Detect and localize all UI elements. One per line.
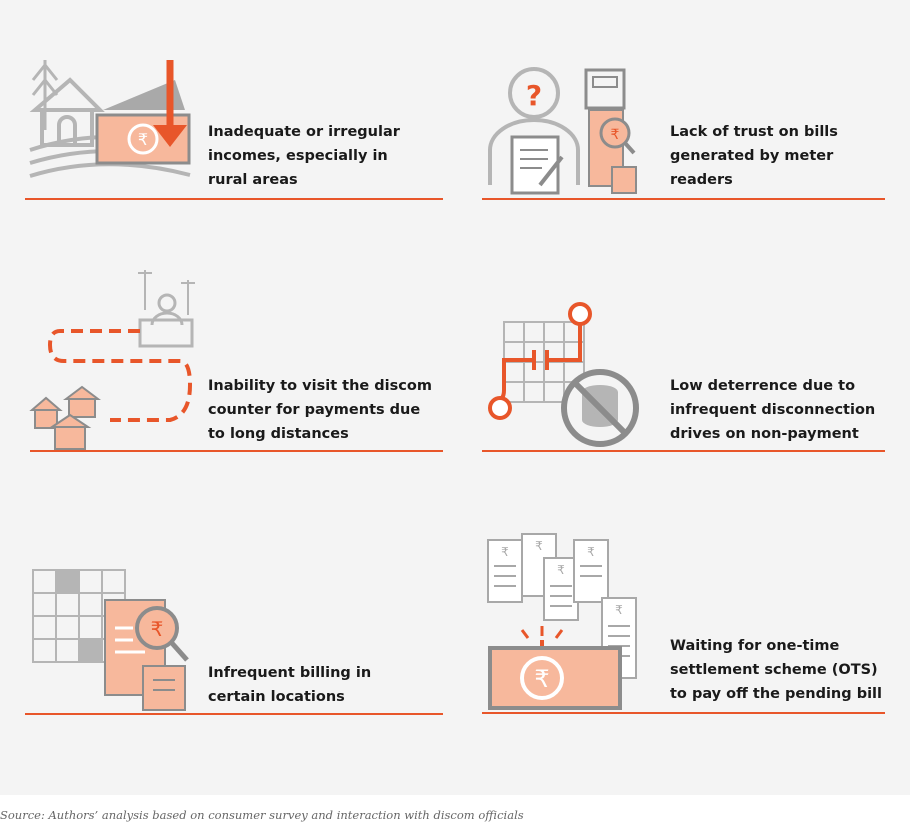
item-distance-label: Inability to visit the discom counter fo… — [208, 378, 432, 442]
svg-text:₹: ₹ — [587, 545, 595, 559]
svg-text:₹: ₹ — [615, 603, 623, 617]
divider-line — [25, 713, 443, 715]
item-income: ₹ Inadequate or irregular incomes, espec… — [25, 55, 445, 205]
svg-text:₹: ₹ — [138, 130, 148, 149]
distance-to-counter-icon — [29, 270, 195, 450]
svg-text:₹: ₹ — [501, 545, 509, 559]
infrequent-billing-icon: ₹ — [32, 569, 189, 711]
svg-text:₹: ₹ — [611, 127, 620, 143]
divider-line — [482, 712, 885, 714]
svg-text:?: ? — [526, 79, 542, 112]
svg-text:₹: ₹ — [151, 617, 164, 641]
item-ots: ₹ ₹ ₹ ₹ ₹ ₹ Waiting for on — [482, 530, 887, 720]
meter-reader-doubt-icon: ? ₹ — [488, 67, 637, 195]
source-note: Source: Authors’ analysis based on consu… — [0, 808, 524, 822]
item-ots-label: Waiting for one-time settlement scheme (… — [670, 638, 882, 702]
ots-wait-icon: ₹ ₹ ₹ ₹ ₹ ₹ — [487, 533, 637, 710]
divider-line — [482, 450, 885, 452]
item-billing: ₹ Infrequent billing in certain location… — [25, 568, 445, 718]
item-deterrence: Low deterrence due to infrequent disconn… — [482, 300, 887, 455]
svg-text:₹: ₹ — [557, 563, 565, 577]
divider-line — [30, 450, 443, 452]
no-disconnection-icon — [488, 302, 639, 447]
item-billing-label: Infrequent billing in certain locations — [208, 665, 372, 705]
item-trust-label: Lack of trust on bills generated by mete… — [670, 124, 838, 188]
item-trust: ? ₹ Lack of trust on bills generated by … — [482, 55, 887, 205]
divider-line — [482, 198, 885, 200]
svg-text:₹: ₹ — [534, 665, 549, 693]
item-income-label: Inadequate or irregular incomes, especia… — [208, 124, 400, 188]
item-distance: Inability to visit the discom counter fo… — [29, 265, 445, 455]
item-deterrence-label: Low deterrence due to infrequent disconn… — [670, 378, 876, 442]
infographic-panel: ₹ Inadequate or irregular incomes, espec… — [0, 0, 910, 795]
income-decline-icon: ₹ — [29, 60, 191, 178]
svg-text:₹: ₹ — [535, 539, 543, 553]
divider-line — [25, 198, 443, 200]
